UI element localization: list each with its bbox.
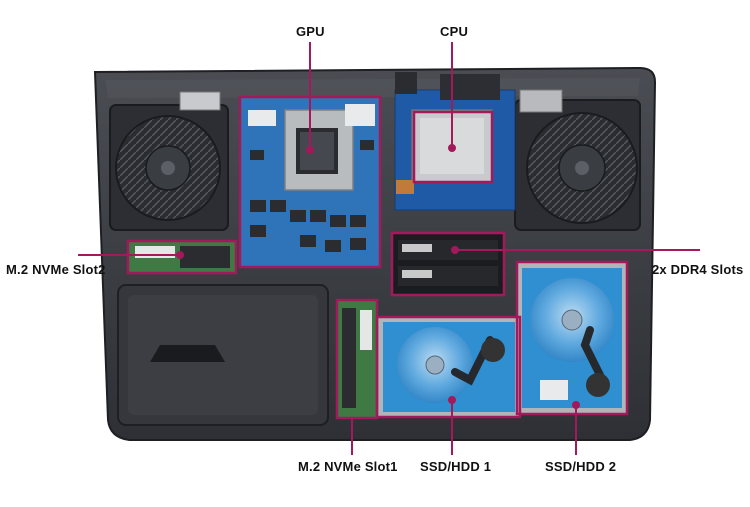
ddr4-ram-modules <box>391 232 505 296</box>
ssd-hdd1-label: SSD/HDD 1 <box>420 459 492 474</box>
ssd-hdd2-leader-dot <box>572 401 580 409</box>
ssd-hdd2-drive <box>516 261 628 415</box>
m2-slot1-ssd <box>336 299 378 419</box>
m2-slot2-callout-box <box>126 239 238 275</box>
gpu-label: GPU <box>296 24 325 39</box>
m2-slot2-label: M.2 NVMe Slot2 <box>6 262 106 277</box>
thermal-pad-sticker <box>179 91 221 111</box>
ssd-hdd2-callout-box <box>515 260 629 416</box>
ssd-hdd1-callout-box <box>375 315 522 419</box>
cpu-leader-dot <box>448 144 456 152</box>
ssd-hdd1-drive <box>376 316 521 418</box>
battery <box>117 284 329 426</box>
callout-lines <box>78 42 700 455</box>
ssd-hdd2-label: SSD/HDD 2 <box>545 459 617 474</box>
gpu-leader-dot <box>306 146 314 154</box>
ddr4-callout-box <box>390 231 506 297</box>
m2-slot1-label: M.2 NVMe Slot1 <box>298 459 398 474</box>
ssd-hdd1-leader-dot <box>448 396 456 404</box>
right-cooling-fan <box>514 89 641 231</box>
ddr4-slots-label: 2x DDR4 Slots <box>652 262 744 277</box>
m2-slot2-leader-dot <box>176 251 184 259</box>
cpu-label: CPU <box>440 24 469 39</box>
left-cooling-fan <box>109 104 229 231</box>
ddr4-leader-dot <box>451 246 459 254</box>
